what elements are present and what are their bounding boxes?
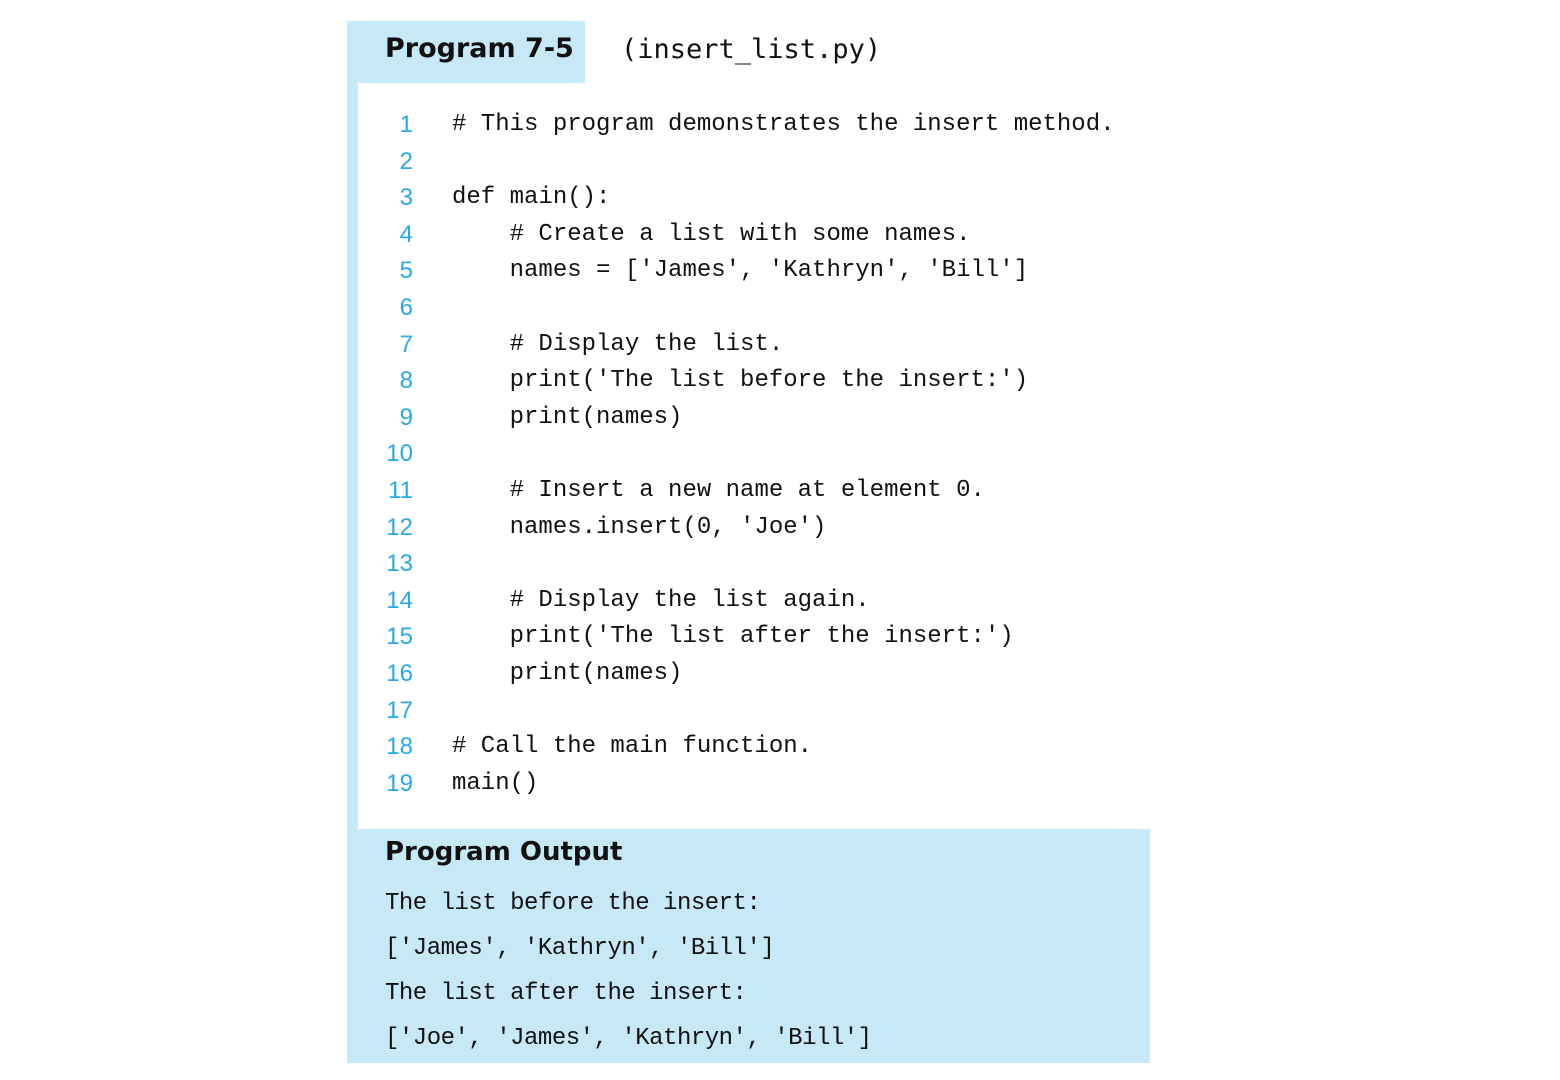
code-text: def main(): (452, 184, 611, 212)
line-number: 2 (399, 147, 413, 175)
line-number: 11 (388, 476, 413, 504)
output-line: ['James', 'Kathryn', 'Bill'] (385, 935, 775, 962)
output-line: ['Joe', 'James', 'Kathryn', 'Bill'] (385, 1025, 872, 1052)
line-number: 3 (399, 184, 413, 212)
program-title-tab: Program 7-5 (347, 21, 585, 83)
line-number: 13 (386, 550, 413, 578)
code-text: # Call the main function. (452, 733, 813, 761)
line-number: 5 (399, 257, 413, 285)
code-text: names.insert(0, 'Joe') (452, 513, 827, 541)
code-text: # Display the list again. (452, 586, 870, 614)
program-filename: (insert_list.py) (621, 34, 882, 65)
program-title: Program 7-5 (385, 33, 574, 64)
line-number: 15 (386, 623, 413, 651)
program-output-title: Program Output (385, 837, 623, 867)
program-output-panel: Program Output The list before the inser… (347, 829, 1150, 1063)
output-line: The list after the insert: (385, 980, 747, 1007)
code-text: # This program demonstrates the insert m… (452, 111, 1115, 138)
line-number: 18 (386, 733, 413, 761)
code-text: print(names) (452, 659, 683, 687)
line-number: 1 (399, 111, 413, 138)
code-text: print(names) (452, 403, 683, 431)
line-number: 7 (399, 330, 413, 358)
code-text: print('The list after the insert:') (452, 623, 1014, 651)
line-number: 19 (386, 769, 413, 797)
line-number: 10 (386, 440, 413, 468)
code-text: main() (452, 769, 539, 797)
program-listing: Program 7-5 (insert_list.py) 1 # This pro… (347, 21, 1150, 1063)
code-text: names = ['James', 'Kathryn', 'Bill'] (452, 257, 1029, 285)
output-line: The list before the insert: (385, 890, 761, 917)
line-number: 17 (386, 696, 413, 724)
code-text: # Create a list with some names. (452, 220, 971, 248)
code-text: # Display the list. (452, 330, 784, 358)
line-number: 8 (399, 367, 413, 395)
line-number: 9 (399, 403, 413, 431)
program-output-lines: The list before the insert: ['James', 'Ka… (385, 881, 872, 1061)
line-number: 12 (386, 513, 413, 541)
code-text: # Insert a new name at element 0. (452, 476, 985, 504)
line-number: 6 (399, 293, 413, 321)
line-number: 4 (399, 220, 413, 248)
code-text: print('The list before the insert:') (452, 367, 1029, 395)
line-number: 14 (386, 586, 413, 614)
line-number: 16 (386, 659, 413, 687)
code-side-bar (347, 83, 358, 829)
